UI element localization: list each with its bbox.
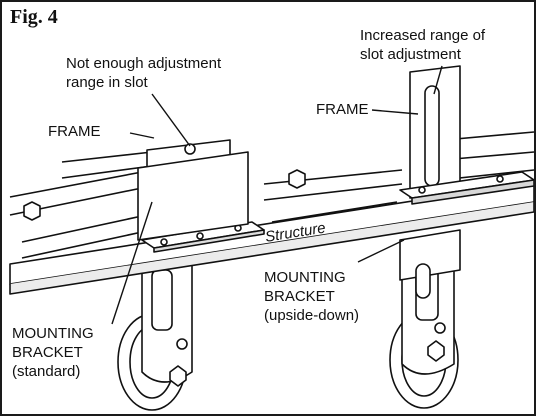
leader-bracket-left — [111, 201, 153, 325]
frame-rail — [61, 151, 153, 179]
bolt-head — [23, 201, 41, 221]
right-bracket-base — [399, 171, 534, 199]
leader-not-enough — [151, 93, 191, 147]
label-increased-range: Increased range of slot adjustment — [360, 27, 486, 63]
figure-number: Fig. 4 — [10, 6, 58, 28]
structure-beam — [9, 181, 534, 285]
leader-frame-right — [371, 109, 419, 115]
label-not-enough-range: Not enough adjustment range in slot — [66, 55, 222, 91]
bolt-head — [288, 169, 306, 189]
left-bracket-plate — [137, 151, 249, 241]
frame-rail — [263, 169, 403, 201]
leader-frame-left — [129, 132, 155, 139]
label-frame-left: FRAME — [48, 123, 101, 140]
label-mounting-bracket-upside-down: MOUNTING BRACKET (upside-down) — [264, 269, 360, 324]
right-bracket-plate — [399, 229, 461, 281]
label-frame-right: FRAME — [316, 101, 369, 118]
frame-rail — [9, 171, 143, 259]
label-mounting-bracket-standard: MOUNTING BRACKET (standard) — [12, 325, 94, 380]
leader-increased — [433, 65, 443, 95]
leader-bracket-right — [357, 239, 405, 263]
